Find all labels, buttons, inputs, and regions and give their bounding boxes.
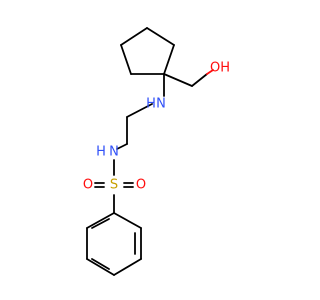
- bond-c-ch2: [163, 73, 193, 87]
- bond-ph-1: [113, 212, 142, 229]
- bond-ring-3: [120, 27, 148, 46]
- bond-ph-inner-2: [91, 258, 110, 270]
- sulfonamide-hydrogen-label: H: [96, 145, 106, 160]
- bond-oh-tip: [206, 69, 214, 75]
- sulfur-label: S: [110, 178, 118, 193]
- bond-ch2-o: [191, 73, 208, 87]
- bond-ring-4: [120, 44, 132, 75]
- bond-ph-6: [86, 212, 115, 229]
- amine-nitrogen-label: N: [156, 97, 166, 112]
- bond-ring-2: [146, 27, 175, 46]
- bond-ch2-nh: [116, 143, 128, 150]
- bond-ph-3: [113, 258, 142, 276]
- sulfonyl-oxygen-right-label: O: [136, 178, 146, 193]
- bond-nh-ch2: [126, 103, 153, 118]
- sulfonamide-nitrogen-label: N: [109, 145, 119, 160]
- benzene-ring: [86, 212, 142, 276]
- ethylene-linker: [116, 103, 153, 150]
- bond-ring-1: [163, 44, 175, 75]
- hydroxyl-oxygen-label: OH: [210, 61, 230, 76]
- molecule-structure: OH N H N H S O O: [83, 27, 230, 276]
- bond-ph-inner-3: [91, 218, 110, 229]
- sulfonyl-double-bonds: [94, 182, 134, 188]
- hydroxymethyl-group: [163, 69, 214, 87]
- sulfonyl-oxygen-left-label: O: [83, 178, 93, 193]
- cyclopentane-ring: [120, 27, 175, 75]
- amine-hydrogen-label: H: [146, 97, 156, 112]
- bond-ph-4: [86, 258, 115, 276]
